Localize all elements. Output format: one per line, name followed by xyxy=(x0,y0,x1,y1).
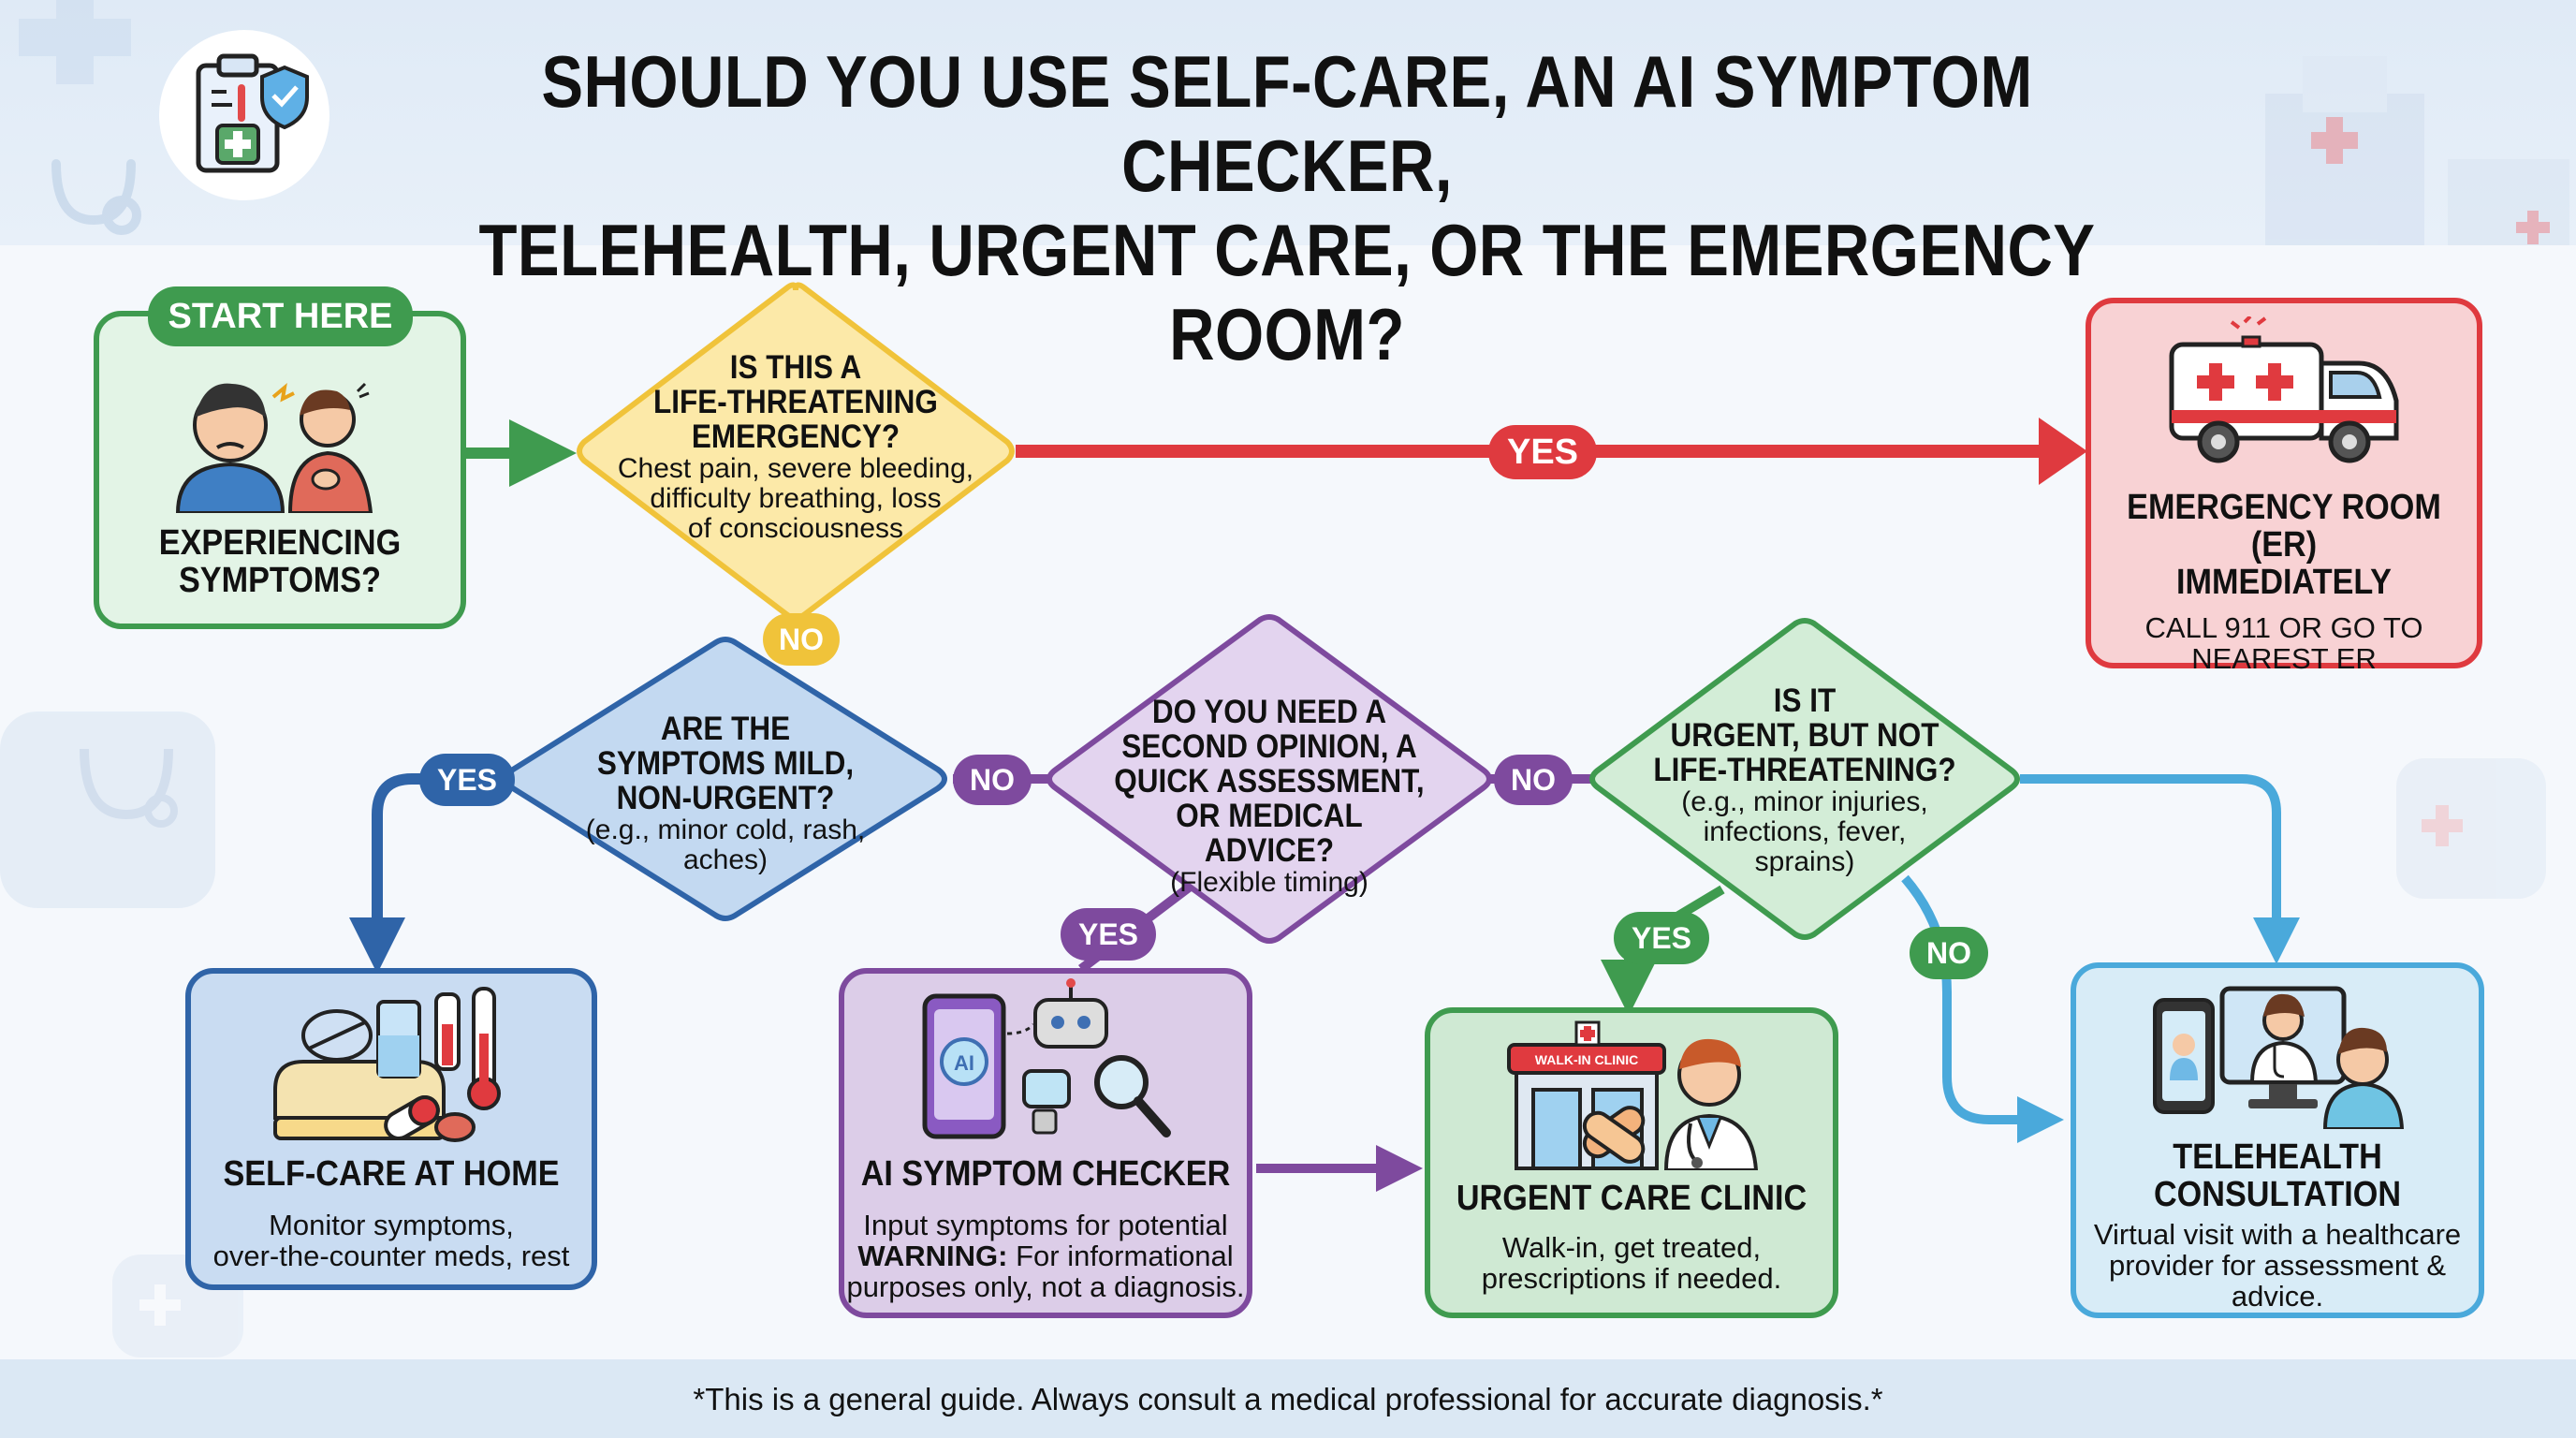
ai-warning-label: WARNING: xyxy=(857,1240,1008,1272)
urgent-title-line3: LIFE-THREATENING? xyxy=(1653,752,1956,788)
start-label: EXPERIENCING SYMPTOMS? xyxy=(112,524,447,599)
emergency-detail-line3: of consciousness xyxy=(687,513,904,544)
ai-warning-text: For informational xyxy=(1007,1240,1234,1272)
er-title-line1: EMERGENCY ROOM (ER) xyxy=(2127,488,2441,565)
arrow-no-to-telehealth xyxy=(1901,874,2064,1143)
footer-disclaimer: *This is a general guide. Always consult… xyxy=(693,1382,1883,1416)
selfcare-text: SELF-CARE AT HOME Monitor symptoms, over… xyxy=(185,1155,597,1271)
footer-band xyxy=(0,1359,2576,1438)
yes-er-pill: YES xyxy=(1488,425,1597,479)
mild-detail-line1: (e.g., minor cold, rash, xyxy=(585,814,866,845)
opinion-title-line3: QUICK ASSESSMENT, xyxy=(1114,763,1425,800)
telehealth-title-line2: CONSULTATION xyxy=(2153,1175,2402,1214)
ai-checker-text: AI SYMPTOM CHECKER Input symptoms for po… xyxy=(839,1155,1252,1302)
mild-question-diamond xyxy=(504,637,947,921)
urgent-detail-line3: sprains) xyxy=(1754,846,1855,877)
urgent-care-icon: WALK-IN CLINIC xyxy=(1507,1020,1759,1170)
urgentcare-detail-line2: prescriptions if needed. xyxy=(1481,1262,1782,1295)
urgent-detail-line1: (e.g., minor injuries, xyxy=(1681,786,1928,817)
arrow-urgent-to-telehealth xyxy=(2020,774,2300,964)
opinion-question-diamond xyxy=(1046,614,1492,944)
start-here-badge: START HERE xyxy=(148,286,413,346)
mild-title-line1: ARE THE xyxy=(660,711,791,747)
ai-detail-line3: purposes only, not a diagnosis. xyxy=(846,1270,1245,1303)
ai-warning-line: WARNING: For informational xyxy=(839,1240,1252,1271)
urgent-title-line2: URGENT, BUT NOT xyxy=(1670,717,1939,754)
no-mild-pill: NO xyxy=(953,755,1032,805)
start-box xyxy=(94,311,466,629)
emergency-question-text: IS THIS A LIFE-THREATENING EMERGENCY? Ch… xyxy=(599,350,992,544)
arrow-yes-to-er-head xyxy=(2039,418,2087,485)
telehealth-detail-line2: provider for assessment & xyxy=(2108,1249,2447,1282)
emergency-detail-line1: Chest pain, severe bleeding, xyxy=(617,453,974,484)
stethoscope-decoration-icon xyxy=(51,159,136,226)
start-label-line1: EXPERIENCING xyxy=(158,523,402,563)
emergency-title-line1: IS THIS A xyxy=(729,349,862,386)
ai-checker-icon: AI xyxy=(922,978,1171,1139)
ai-icon-text: AI xyxy=(954,1051,974,1075)
selfcare-detail-line2: over-the-counter meds, rest xyxy=(212,1240,570,1272)
urgent-title-line1: IS IT xyxy=(1773,682,1837,719)
urgent-question-text: IS IT URGENT, BUT NOT LIFE-THREATENING? … xyxy=(1633,683,1976,877)
medkit-bg-icon xyxy=(2396,758,2546,899)
self-care-icon xyxy=(273,987,501,1142)
page-title: SHOULD YOU USE SELF-CARE, AN AI SYMPTOM … xyxy=(446,39,2128,376)
telehealth-title-line1: TELEHEALTH xyxy=(2173,1137,2382,1177)
mild-title-line2: SYMPTOMS MILD, xyxy=(596,745,855,782)
opinion-question-text: DO YOU NEED A SECOND OPINION, A QUICK AS… xyxy=(1095,695,1443,898)
header-band xyxy=(0,0,2576,245)
yes-urgent-pill: YES xyxy=(1614,912,1709,964)
hospital-decoration-icon xyxy=(2265,56,2569,245)
opinion-title-line1: DO YOU NEED A xyxy=(1151,694,1387,730)
er-title-line2: IMMEDIATELY xyxy=(2176,563,2392,602)
no-emergency-pill: NO xyxy=(763,613,840,666)
title-line-2: TELEHEALTH, URGENT CARE, OR THE EMERGENC… xyxy=(478,209,2096,375)
walk-in-sign: WALK-IN CLINIC xyxy=(1535,1052,1638,1067)
er-detail-line1: CALL 911 OR GO TO xyxy=(2144,611,2423,644)
clipboard-shield-icon xyxy=(196,53,309,173)
no-opinion-pill: NO xyxy=(1494,755,1573,805)
emergency-title-line2: LIFE-THREATENING xyxy=(653,384,938,420)
no-urgent-pill: NO xyxy=(1910,927,1988,979)
urgent-detail-line2: infections, fever, xyxy=(1703,816,1907,847)
opinion-title-line2: SECOND OPINION, A xyxy=(1121,728,1417,765)
selfcare-title: SELF-CARE AT HOME xyxy=(223,1154,560,1194)
er-detail-line2: NEAREST ER xyxy=(2191,642,2377,675)
start-label-line2: SYMPTOMS? xyxy=(179,561,381,600)
er-text: EMERGENCY ROOM (ER) IMMEDIATELY CALL 911… xyxy=(2086,489,2482,674)
yes-ai-pill: YES xyxy=(1061,908,1156,961)
mild-question-text: ARE THE SYMPTOMS MILD, NON-URGENT? (e.g.… xyxy=(562,712,889,875)
telehealth-detail-line3: advice. xyxy=(2231,1280,2324,1313)
urgentcare-detail-line1: Walk-in, get treated, xyxy=(1501,1231,1762,1264)
header-decoration xyxy=(19,0,2569,245)
sick-person-icon xyxy=(175,382,373,513)
selfcare-detail-line1: Monitor symptoms, xyxy=(269,1209,514,1241)
telehealth-detail-line1: Virtual visit with a healthcare xyxy=(2093,1218,2462,1251)
urgent-question-diamond xyxy=(1589,618,2020,940)
urgentcare-title: URGENT CARE CLINIC xyxy=(1456,1179,1808,1218)
telehealth-icon xyxy=(2153,986,2404,1129)
stethoscope-bg-icon xyxy=(80,748,173,820)
arrow-yes-to-selfcare xyxy=(349,773,515,974)
telehealth-text: TELEHEALTH CONSULTATION Virtual visit wi… xyxy=(2071,1138,2484,1312)
urgentcare-text: URGENT CARE CLINIC Walk-in, get treated,… xyxy=(1425,1180,1838,1294)
title-line-1: SHOULD YOU USE SELF-CARE, AN AI SYMPTOM … xyxy=(541,40,2033,207)
opinion-title-line4: OR MEDICAL ADVICE? xyxy=(1176,798,1363,869)
ai-detail-line1: Input symptoms for potential xyxy=(863,1209,1228,1241)
mild-detail-line2: aches) xyxy=(682,844,768,875)
cross-decoration-icon xyxy=(19,0,131,84)
logo-circle xyxy=(159,30,329,200)
emergency-detail-line2: difficulty breathing, loss xyxy=(650,483,942,514)
emergency-title-line3: EMERGENCY? xyxy=(691,418,900,455)
ambulance-icon xyxy=(2169,316,2399,463)
yes-selfcare-pill: YES xyxy=(419,754,515,806)
mild-title-line3: NON-URGENT? xyxy=(616,780,835,816)
ai-title: AI SYMPTOM CHECKER xyxy=(860,1154,1231,1194)
opinion-detail-line1: (Flexible timing) xyxy=(1170,867,1368,898)
